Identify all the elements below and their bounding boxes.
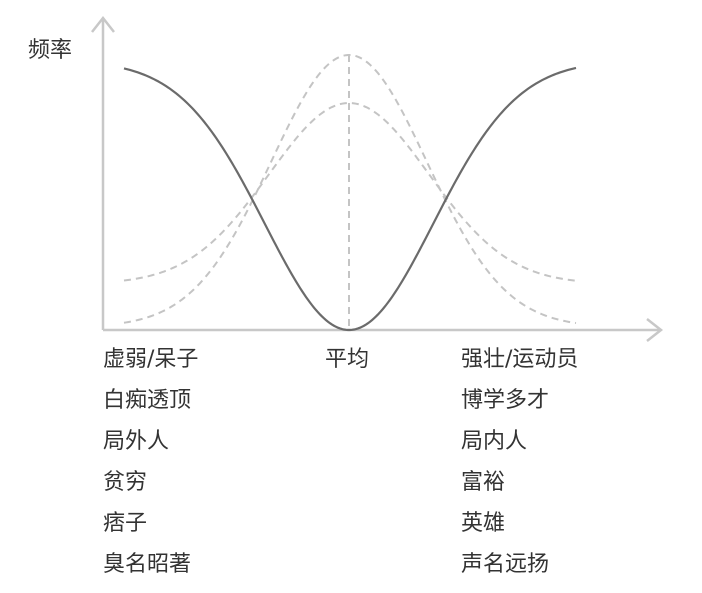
left-label: 痞子: [103, 511, 148, 536]
left-label: 虚弱/呆子: [103, 347, 199, 372]
right-label: 博学多才: [461, 388, 550, 413]
x-axis-arrow: [646, 318, 664, 342]
right-label: 英雄: [461, 511, 506, 536]
center-label: 平均: [325, 347, 370, 372]
left-label: 臭名昭著: [103, 552, 192, 577]
y-axis-label: 频率: [28, 38, 73, 63]
y-axis-arrow: [91, 15, 115, 33]
left-labels-column: 虚弱/呆子 白痴透顶 局外人 贫穷 痞子 臭名昭著: [103, 347, 198, 593]
right-label: 强壮/运动员: [461, 347, 579, 372]
right-label: 局内人: [461, 429, 528, 454]
right-label: 声名远扬: [461, 552, 550, 577]
left-label: 贫穷: [103, 470, 148, 495]
right-labels-column: 强壮/运动员 博学多才 局内人 富裕 英雄 声名远扬: [461, 347, 578, 593]
right-label: 富裕: [461, 470, 506, 495]
inverted-bell-curve: [123, 66, 577, 332]
left-label: 局外人: [103, 429, 170, 454]
left-label: 白痴透顶: [103, 388, 192, 413]
tall-bell-curve: [123, 54, 577, 325]
